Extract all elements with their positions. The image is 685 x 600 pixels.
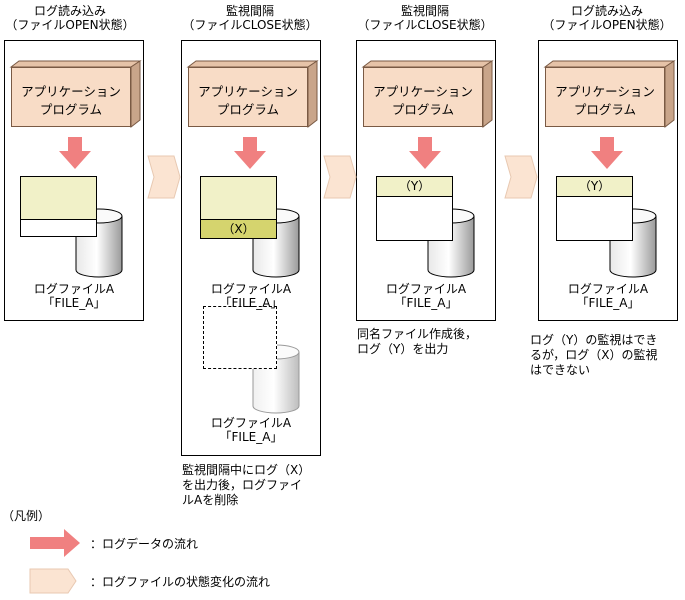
data-flow-arrow-1 xyxy=(59,137,91,169)
log-file-label-1: ログファイルA 「FILE_A」 xyxy=(33,282,115,310)
legend-state-flow-label: ：ログファイルの状態変化の流れ xyxy=(90,575,271,589)
app-side-face xyxy=(307,60,318,129)
log-file-empty-3 xyxy=(376,196,453,241)
panel3-note: 同名ファイル作成後， ログ（Y）を出力 xyxy=(357,327,478,356)
log-x-block: （X） xyxy=(200,219,277,239)
log-file-new-area-1 xyxy=(20,219,97,237)
deleted-file-label: ログファイルA 「FILE_A」 xyxy=(210,416,292,444)
app-front-face xyxy=(545,67,665,127)
legend-data-flow-label: ：ログデータの流れ xyxy=(90,537,199,551)
app-front-face xyxy=(363,67,483,127)
app-label: アプリケーション プログラム xyxy=(373,84,473,117)
app-label: アプリケーション プログラム xyxy=(198,84,298,117)
panel1-title: ログ読み込み （ファイルOPEN状態） xyxy=(5,4,135,32)
app-side-face xyxy=(130,60,141,129)
data-flow-arrow-4 xyxy=(591,137,623,169)
application-program-4: アプリケーション プログラム xyxy=(543,60,676,131)
state-change-arrow-2 xyxy=(323,155,357,199)
panel3-title: 監視間隔 （ファイルCLOSE状態） xyxy=(357,4,493,32)
data-flow-arrow-3 xyxy=(409,137,441,169)
panel4-title: ログ読み込み （ファイルOPEN状態） xyxy=(542,4,672,32)
log-file-label-3: ログファイルA 「FILE_A」 xyxy=(385,282,467,310)
state-change-arrow-1 xyxy=(147,155,181,199)
log-y-block-4: （Y） xyxy=(556,176,633,196)
panel2-note: 監視間隔中にログ（X） を出力後，ログファイ ルAを削除 xyxy=(182,463,311,507)
panel2-title: 監視間隔 （ファイルCLOSE状態） xyxy=(182,4,318,32)
data-flow-arrow-2 xyxy=(234,137,266,169)
legend-state-flow-arrow-icon xyxy=(29,568,77,594)
application-program-2: アプリケーション プログラム xyxy=(186,60,319,131)
panel4-note: ログ（Y）の監視はでき るが，ログ（X）の監視 はできない xyxy=(530,333,658,377)
log-file-label-2: ログファイルA 「FILE_A」 xyxy=(210,282,292,310)
deleted-log-file xyxy=(203,306,277,369)
application-program-3: アプリケーション プログラム xyxy=(361,60,494,131)
log-y-block-3: （Y） xyxy=(376,176,453,196)
app-front-face xyxy=(188,67,308,127)
application-program-1: アプリケーション プログラム xyxy=(9,60,142,131)
log-file-label-4: ログファイルA 「FILE_A」 xyxy=(567,282,649,310)
app-front-face xyxy=(11,67,131,127)
state-change-arrow-3 xyxy=(504,155,538,199)
app-side-face xyxy=(664,60,675,129)
log-file-empty-4 xyxy=(556,196,633,241)
app-label: アプリケーション プログラム xyxy=(21,84,121,117)
legend-data-flow-arrow-icon xyxy=(30,529,80,557)
app-label: アプリケーション プログラム xyxy=(555,84,655,117)
app-side-face xyxy=(482,60,493,129)
log-file-content-1 xyxy=(20,176,97,219)
log-file-content-2 xyxy=(200,176,277,219)
legend-title: （凡例） xyxy=(2,509,51,523)
